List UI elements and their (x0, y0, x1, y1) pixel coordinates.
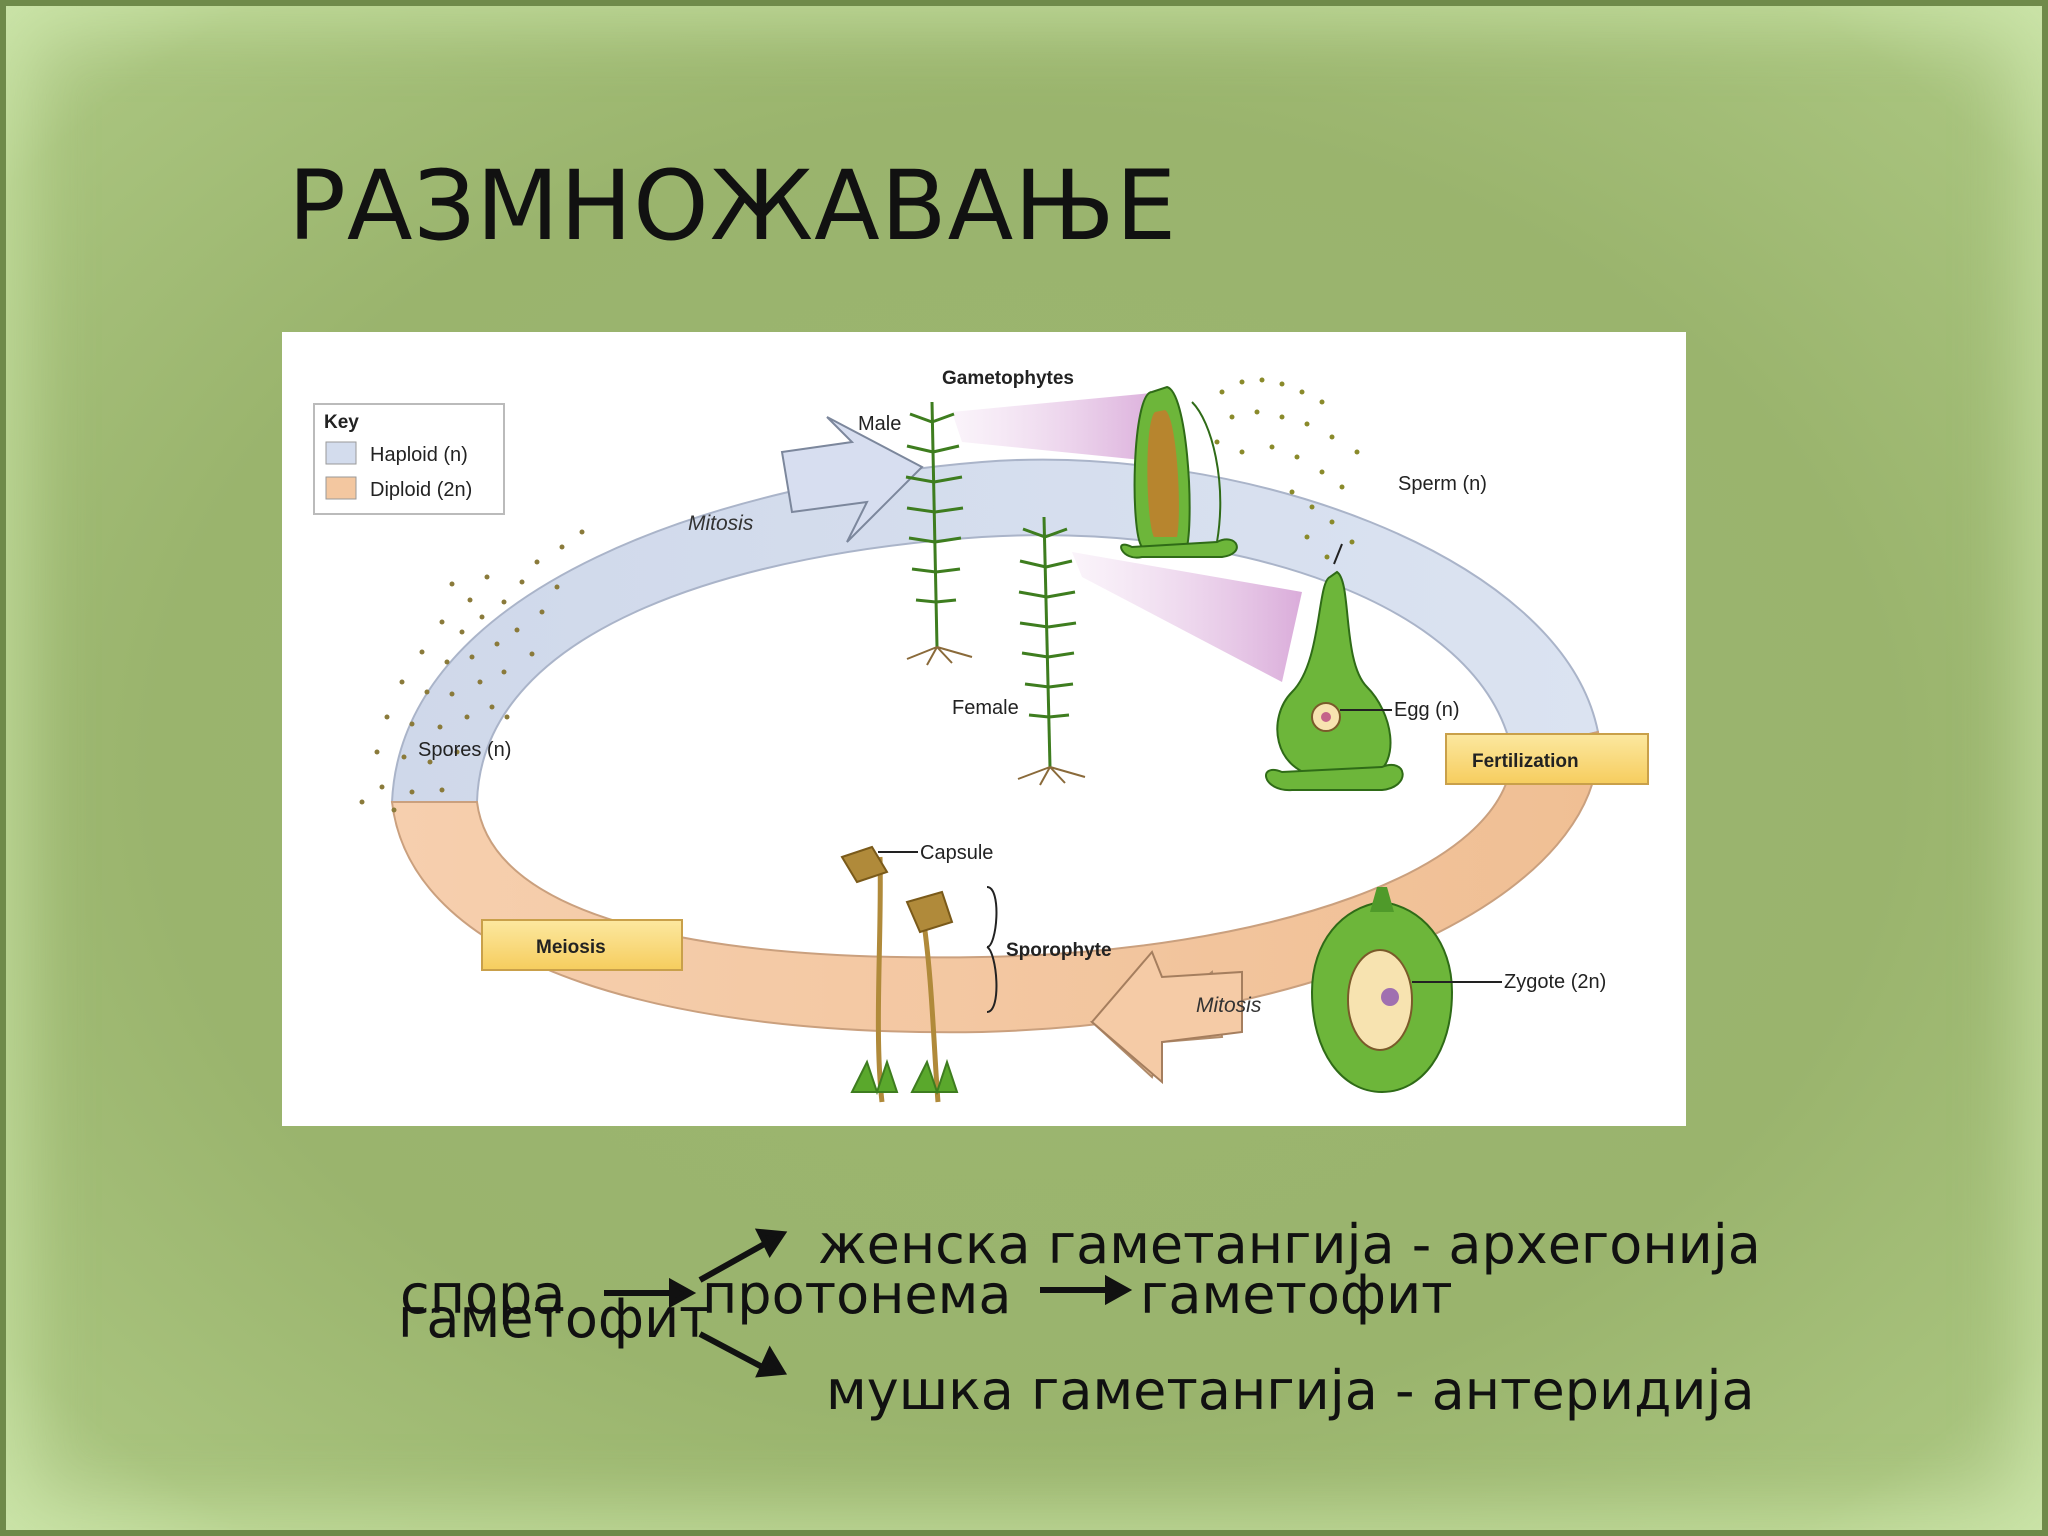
female-label: Female (952, 697, 1019, 719)
flow-protonema-text: протонема (702, 1263, 1012, 1326)
mitosis-top-label: Mitosis (688, 512, 754, 535)
flow-male-gametangia-text: мушка гаметангија - антеридија (826, 1359, 1755, 1422)
zygote-cell (1310, 887, 1502, 1094)
spores-label: Spores (n) (418, 739, 511, 761)
flow-spore-text: спора (400, 1263, 566, 1326)
archegonium (1265, 570, 1404, 792)
moss-life-cycle-diagram: Key Haploid (n) Diploid (2n) Mitosis Mit… (282, 332, 1686, 1126)
fertilization-box: Fertilization (1445, 733, 1649, 785)
haploid-swatch (325, 441, 357, 465)
sporophyte-label: Sporophyte (1006, 940, 1112, 961)
female-callout-shade (1072, 552, 1302, 682)
sperm-pointer (1333, 543, 1343, 565)
flow-female-gametangia-text: женска гаметангија - архегонија (818, 1213, 1761, 1276)
female-moss-plant (1017, 516, 1086, 786)
egg-label: Egg (n) (1394, 699, 1460, 721)
meiosis-label: Meiosis (536, 937, 606, 958)
gametophytes-label: Gametophytes (942, 368, 1074, 389)
zygote-label: Zygote (2n) (1504, 971, 1606, 993)
sporophyte (840, 845, 998, 1103)
mitosis-arrow-top (780, 416, 924, 543)
key-legend: Key Haploid (n) Diploid (2n) (313, 403, 505, 515)
key-title: Key (324, 412, 359, 433)
capsule-label: Capsule (920, 842, 993, 864)
slide-title: РАЗМНОЖАВАЊЕ (288, 150, 1178, 262)
flow-gametophyte-text: гаметофит (1140, 1263, 1453, 1326)
mitosis-arrow-bottom-head (1090, 950, 1243, 1085)
diploid-swatch (325, 476, 357, 500)
spores-scatter (359, 529, 585, 813)
key-haploid-label: Haploid (n) (370, 444, 468, 466)
sperm-label: Sperm (n) (1398, 473, 1487, 495)
male-label: Male (858, 413, 901, 435)
fertilization-label: Fertilization (1472, 751, 1579, 772)
meiosis-box: Meiosis (481, 919, 683, 971)
antheridium (1120, 385, 1238, 559)
life-cycle-svg: Key Haploid (n) Diploid (2n) Mitosis Mit… (313, 368, 1649, 1103)
sperm-cells (1214, 377, 1360, 560)
mitosis-bottom-label: Mitosis (1196, 994, 1262, 1017)
male-callout-shade (952, 392, 1162, 462)
key-diploid-label: Diploid (2n) (370, 479, 472, 501)
flow-gametophyte-left-text: гаметофит (398, 1287, 711, 1350)
male-moss-plant (905, 401, 973, 666)
